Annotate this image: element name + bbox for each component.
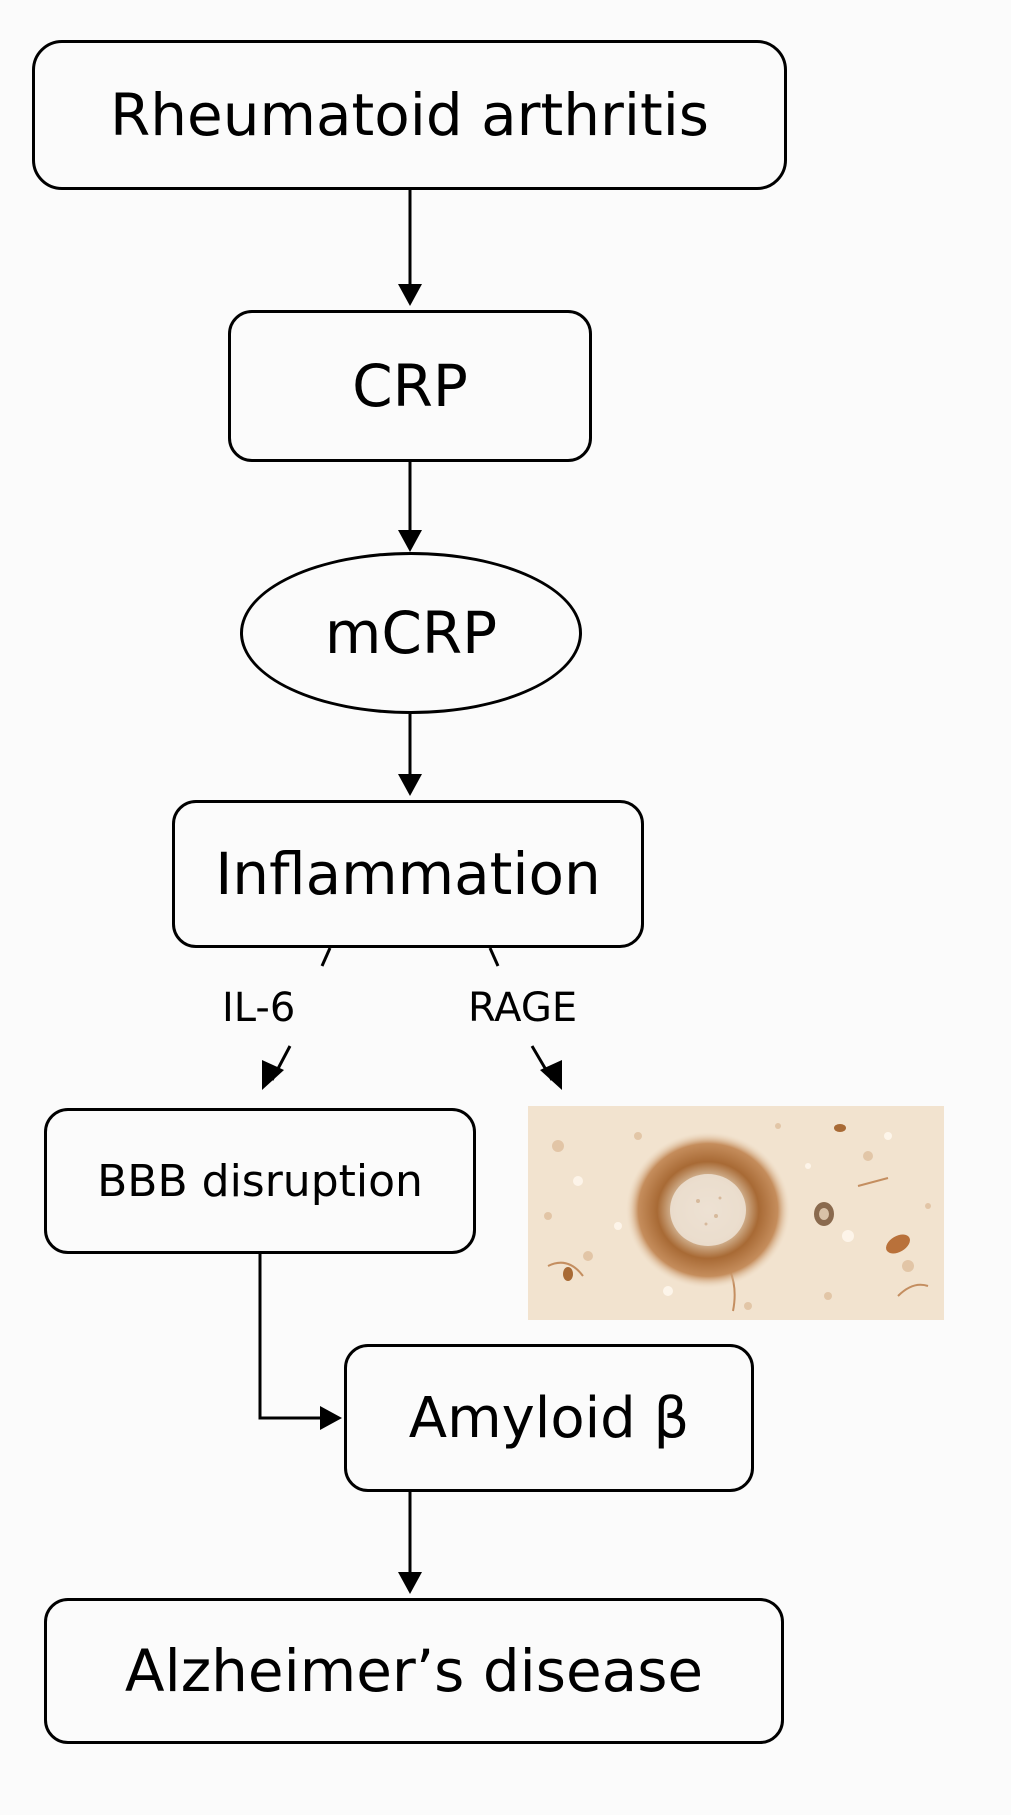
micrograph-image [528,1106,944,1320]
node-label: CRP [352,352,468,420]
node-crp: CRP [228,310,592,462]
arrowhead-ra-to-crp [398,284,422,306]
node-alzheimers-disease: Alzheimer’s disease [44,1598,784,1744]
node-label: BBB disruption [97,1155,423,1207]
node-label: mCRP [324,599,498,667]
node-label: Amyloid β [408,1385,690,1451]
node-amyloid-beta: Amyloid β [344,1344,754,1492]
arrowhead-amyloid-to-alzheimers [398,1572,422,1594]
node-bbb-disruption: BBB disruption [44,1108,476,1254]
node-label: Rheumatoid arthritis [109,81,710,149]
amyloid-plaque-micrograph [528,1106,944,1320]
node-inflammation: Inflammation [172,800,644,948]
node-mcrp: mCRP [240,552,582,714]
arrow-inflammation-rage-upper [488,947,500,967]
node-label: Alzheimer’s disease [124,1637,704,1705]
node-rheumatoid-arthritis: Rheumatoid arthritis [32,40,787,190]
arrowhead-rage [540,1060,562,1090]
arrow-bbb-to-amyloid [258,1254,336,1420]
arrowhead-il6 [262,1060,284,1090]
edge-label-rage: RAGE [468,985,578,1031]
arrow-inflammation-il6-upper [320,947,332,967]
arrowhead-crp-to-mcrp [398,530,422,552]
arrowhead-bbb-to-amyloid [320,1406,342,1430]
node-label: Inflammation [215,840,601,908]
arrowhead-mcrp-to-inflammation [398,774,422,796]
edge-label-il6: IL-6 [222,985,296,1031]
